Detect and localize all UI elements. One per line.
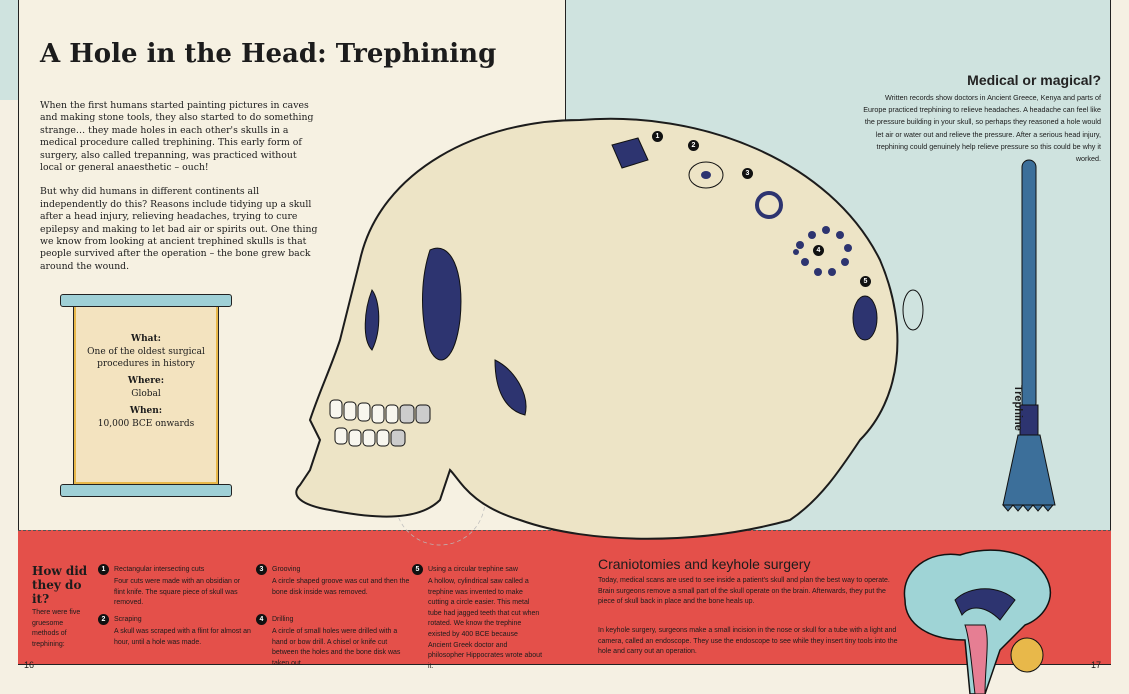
when-label: When: [129,406,163,416]
skull [295,117,899,540]
trephine-tool [1001,159,1056,512]
intro-text: When the first humans started painting p… [40,100,318,285]
where-label: Where: [127,376,165,386]
what-label: What: [131,334,161,344]
step-title: Rectangular intersecting cuts [114,566,205,573]
step-text: Four cuts were made with an obsidian or … [114,578,241,607]
scroll-rod-top [60,294,232,307]
craniotomies-heading: Craniotomies and keyhole surgery [598,556,811,572]
step-title: Using a circular trephine saw [428,566,518,573]
where-value: Global [131,389,161,399]
when-value: 10,000 BCE onwards [97,419,195,429]
step-number: 5 [412,564,423,575]
craniotomies-paragraph: Today, medical scans are used to see ins… [598,577,890,606]
intro-paragraph: When the first humans started painting p… [40,100,314,174]
step-number: 1 [98,564,109,575]
step-number: 4 [256,614,267,625]
brain [903,549,1052,694]
step-number: 2 [98,614,109,625]
method-step-3: 3 Grooving A circle shaped groove was cut … [256,564,410,598]
step-number: 3 [256,564,267,575]
step-title: Drilling [272,616,294,623]
nasal-cavity [364,289,380,351]
what-value: One of the oldest surgical procedures in… [87,347,205,369]
corner-background [0,0,18,100]
marker-1: 1 [652,131,663,142]
marker-5: 5 [860,276,871,287]
step-text: A hollow, cylindrical saw called a treph… [428,578,543,670]
marker-2: 2 [688,140,699,151]
method-step-4: 4 Drilling A circle of small holes were dr… [256,614,410,669]
step-title: Scraping [114,616,142,623]
trephine-label: Trephine [1012,385,1024,431]
fact-scroll: What: One of the oldest surgical procedu… [60,294,232,497]
sidebar-text: Written records show doctors in Ancient … [863,93,1101,164]
method-step-2: 2 Scraping A skull was scraped with a flin… [98,614,252,648]
page-title: A Hole in the Head: Trephining [40,39,497,69]
method-step-5: 5 Using a circular trephine saw A hollow, … [412,564,542,672]
eye-socket [422,247,462,361]
marker-4: 4 [813,245,824,256]
page-number-right: 17 [1091,660,1102,670]
sidebar-title: Medical or magical? [967,72,1101,88]
step-title: Grooving [272,566,301,573]
step-text: A skull was scraped with a flint for alm… [114,628,251,646]
step-text: A circle shaped groove was cut and then … [272,578,410,596]
marker-3: 3 [742,168,753,179]
intro-paragraph: But why did humans in different continen… [40,186,318,272]
methods-subtext: There were five gruesome methods of trep… [32,609,81,648]
craniotomies-paragraph: In keyhole surgery, surgeons make a smal… [598,627,898,656]
methods-heading: How did they do it? [32,564,88,606]
scroll-paper: What: One of the oldest surgical procedu… [73,303,219,485]
page-number-left: 16 [24,660,35,670]
step-text: A circle of small holes were drilled wit… [272,628,401,667]
scroll-rod-bottom [60,484,232,497]
teeth [329,399,431,447]
trephine-holes [611,137,924,341]
cheek-cavity [494,359,527,416]
